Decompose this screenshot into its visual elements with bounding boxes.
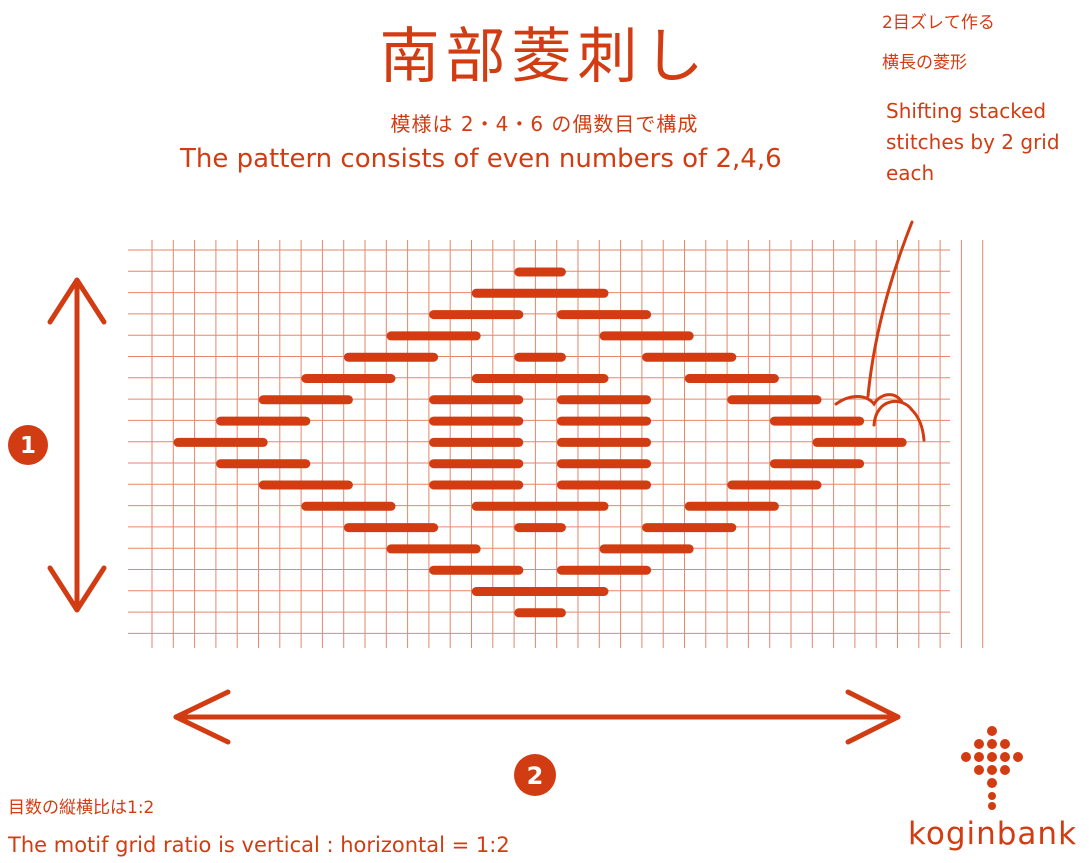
ratio-english: The motif grid ratio is vertical : horiz… — [8, 833, 510, 857]
logo-dot — [1013, 752, 1023, 762]
dot-diamond-logo-icon — [961, 726, 1023, 810]
logo-dot — [988, 792, 996, 800]
annotation-english: Shifting stacked stitches by 2 grid each — [886, 99, 1060, 185]
marker-vertical-label: 1 — [20, 433, 36, 459]
marker-horizontal: 2 — [514, 754, 556, 796]
logo-dot — [988, 802, 996, 810]
logo-dot — [987, 739, 997, 749]
subtitle-japanese: 模様は 2・4・6 の偶数目で構成 — [390, 112, 699, 136]
subtitle-english: The pattern consists of even numbers of … — [180, 144, 782, 174]
brand-name: koginbank — [908, 816, 1078, 852]
logo-dot — [1000, 752, 1010, 762]
logo-dot — [1000, 765, 1010, 775]
marker-horizontal-label: 2 — [527, 762, 544, 790]
logo-dot — [987, 726, 997, 736]
vertical-double-arrow-icon — [47, 277, 107, 613]
annotation-japanese-line1: 2目ズレて作る — [882, 13, 995, 33]
logo-dot — [987, 778, 997, 788]
logo-dot — [974, 752, 984, 762]
stitch-pattern — [173, 267, 907, 618]
logo-dot — [987, 765, 997, 775]
main-title: 南部菱刺し — [379, 22, 710, 92]
ratio-japanese: 目数の縦横比は1:2 — [8, 798, 155, 818]
annotation-japanese-line2: 横長の菱形 — [882, 53, 967, 73]
horizontal-double-arrow-icon — [173, 689, 901, 745]
logo-dot — [974, 739, 984, 749]
marker-vertical: 1 — [8, 425, 48, 465]
logo-dot — [961, 752, 971, 762]
logo-dot — [1000, 739, 1010, 749]
logo-dot — [974, 765, 984, 775]
annotation-pointer — [834, 220, 926, 442]
logo-dot — [987, 752, 997, 762]
